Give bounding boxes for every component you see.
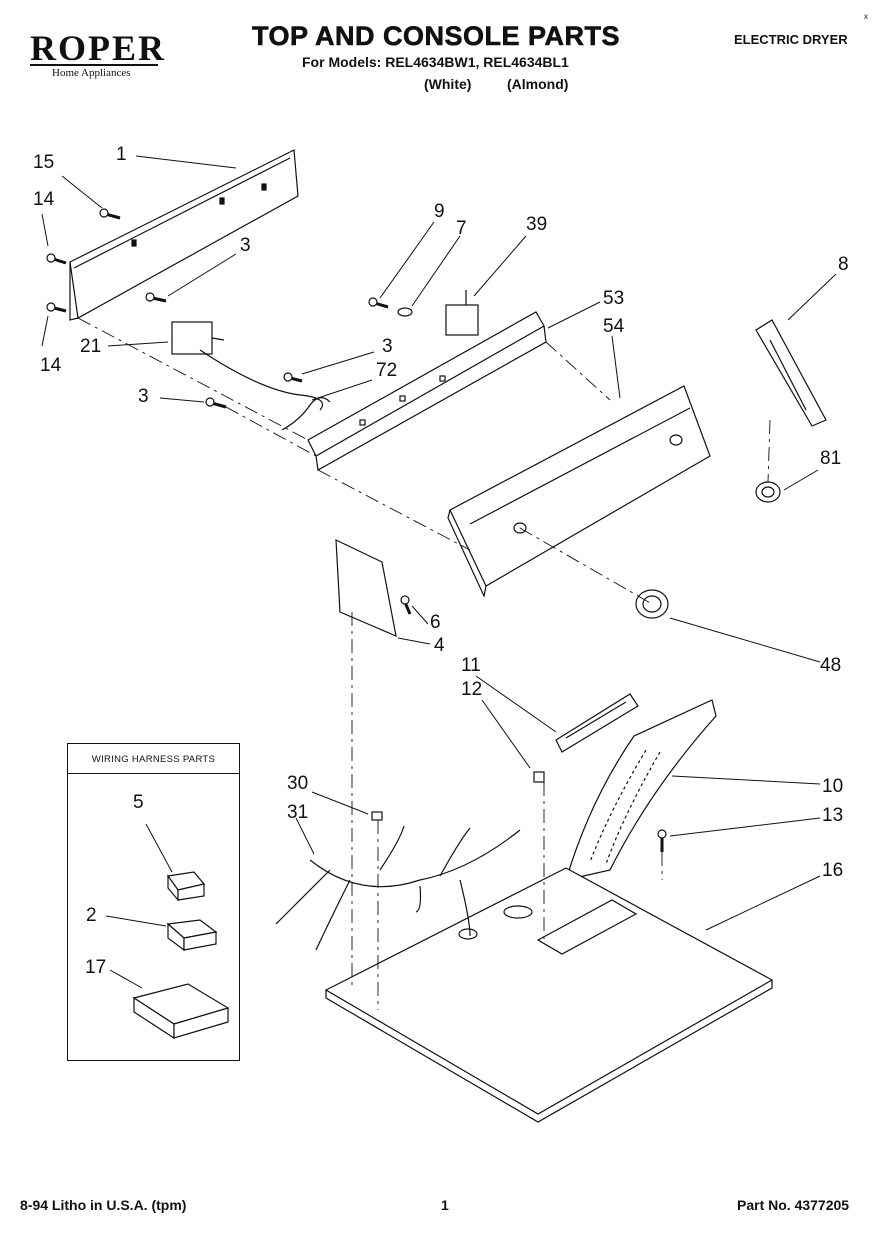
- callout-9: 9: [434, 201, 445, 222]
- screw-6: [400, 595, 412, 615]
- callout-39: 39: [526, 214, 548, 235]
- callout-21: 21: [80, 336, 102, 357]
- harness-box-header: WIRING HARNESS PARTS: [68, 744, 239, 774]
- harness-parts-box: WIRING HARNESS PARTS 5: [67, 743, 240, 1061]
- part-72-wire: [281, 397, 331, 431]
- callout-54: 54: [603, 316, 625, 337]
- color-white: (White): [424, 76, 472, 92]
- callout-81: 81: [820, 448, 842, 469]
- part-31-harness: [275, 825, 521, 951]
- part-8-endcap: [755, 319, 827, 427]
- part-11-grille: [555, 693, 639, 753]
- callout-11: 11: [461, 655, 481, 676]
- footer-part-number: Part No. 4377205: [737, 1197, 850, 1213]
- part-53-rail: [307, 311, 547, 471]
- callout-30: 30: [287, 773, 309, 794]
- callout-15: 15: [33, 152, 55, 173]
- callout-3-lower: 3: [138, 386, 149, 407]
- callout-14-lower: 14: [40, 355, 62, 376]
- screw-3-a: [145, 292, 167, 303]
- callout-12: 12: [461, 679, 483, 700]
- part-81-knob: [755, 481, 781, 503]
- screw-14-lower: [46, 302, 67, 313]
- footer-print-info: 8-94 Litho in U.S.A. (tpm): [20, 1197, 187, 1213]
- product-type: ELECTRIC DRYER: [734, 32, 848, 47]
- part-1-bracket: [69, 149, 299, 321]
- screw-15: [99, 208, 121, 220]
- part-39-switch: [445, 290, 479, 336]
- callout-1: 1: [116, 144, 127, 165]
- screw-13: [657, 829, 667, 852]
- callout-7: 7: [456, 218, 467, 239]
- footer-page-number: 1: [441, 1197, 449, 1213]
- callout-8: 8: [838, 254, 849, 275]
- part-30-clip: [371, 811, 383, 821]
- callout-4: 4: [434, 635, 445, 656]
- models-line: For Models: REL4634BW1, REL4634BL1: [302, 54, 569, 70]
- harness-box-title: WIRING HARNESS PARTS: [91, 754, 216, 765]
- brand-name: ROPER: [30, 28, 166, 68]
- callout-10: 10: [822, 776, 844, 797]
- screw-9: [368, 297, 389, 309]
- callout-3-upper: 3: [240, 235, 251, 256]
- callout-3-middle: 3: [382, 336, 393, 357]
- callout-72: 72: [376, 360, 398, 381]
- brand-logo: ROPER: [30, 30, 166, 66]
- callout-5: 5: [133, 792, 144, 813]
- part-54-console: [447, 385, 711, 598]
- screw-14-upper: [46, 253, 67, 265]
- screw-3-b: [283, 372, 303, 383]
- callout-31: 31: [287, 802, 309, 823]
- part-10-duct: [565, 699, 717, 881]
- part-17-connector: [132, 983, 230, 1040]
- callout-2: 2: [86, 905, 97, 926]
- callout-14-upper: 14: [33, 189, 55, 210]
- part-5-connector: [166, 871, 206, 902]
- part-4-bracket: [335, 539, 397, 637]
- callout-16: 16: [822, 860, 844, 881]
- part-21-timer: [171, 321, 324, 411]
- brand-subtitle: Home Appliances: [52, 67, 131, 79]
- part-16-top: [324, 867, 774, 1123]
- part-48-knob: [635, 589, 669, 619]
- callout-53: 53: [603, 288, 625, 309]
- callout-48: 48: [820, 655, 842, 676]
- callout-6: 6: [430, 612, 441, 633]
- page-title: TOP AND CONSOLE PARTS: [252, 21, 621, 51]
- color-almond: (Almond): [507, 76, 569, 92]
- part-2-connector: [166, 919, 218, 952]
- brand-logo-rule: [30, 64, 158, 66]
- washer-7: [397, 307, 413, 317]
- screw-3-c: [205, 397, 227, 409]
- harness-parts-art: [105, 823, 230, 1040]
- part-12-clip: [533, 771, 545, 783]
- callout-17: 17: [85, 957, 107, 978]
- callout-13: 13: [822, 805, 844, 826]
- corner-mark: x: [864, 12, 868, 21]
